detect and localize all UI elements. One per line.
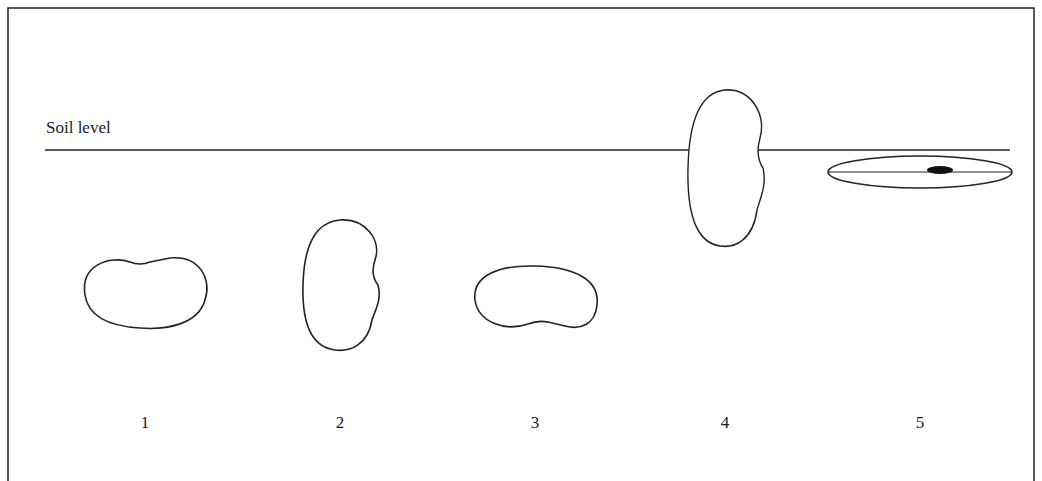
bean-seed <box>688 90 764 247</box>
soil-level-label: Soil level <box>46 119 111 138</box>
seed-hilum <box>927 166 953 174</box>
callout-number: 1 <box>141 414 150 433</box>
seed-seam <box>829 171 1011 172</box>
bean-seed-edge <box>828 156 1012 188</box>
bean-seed <box>303 220 379 350</box>
callout-number: 2 <box>336 414 345 433</box>
callout-number: 4 <box>721 414 730 433</box>
bean-seed <box>84 258 206 329</box>
callout-number: 3 <box>531 414 540 433</box>
callout-number: 5 <box>916 414 925 433</box>
soil-line <box>45 149 1010 151</box>
frame <box>8 8 1034 481</box>
bean-seed <box>475 266 597 327</box>
